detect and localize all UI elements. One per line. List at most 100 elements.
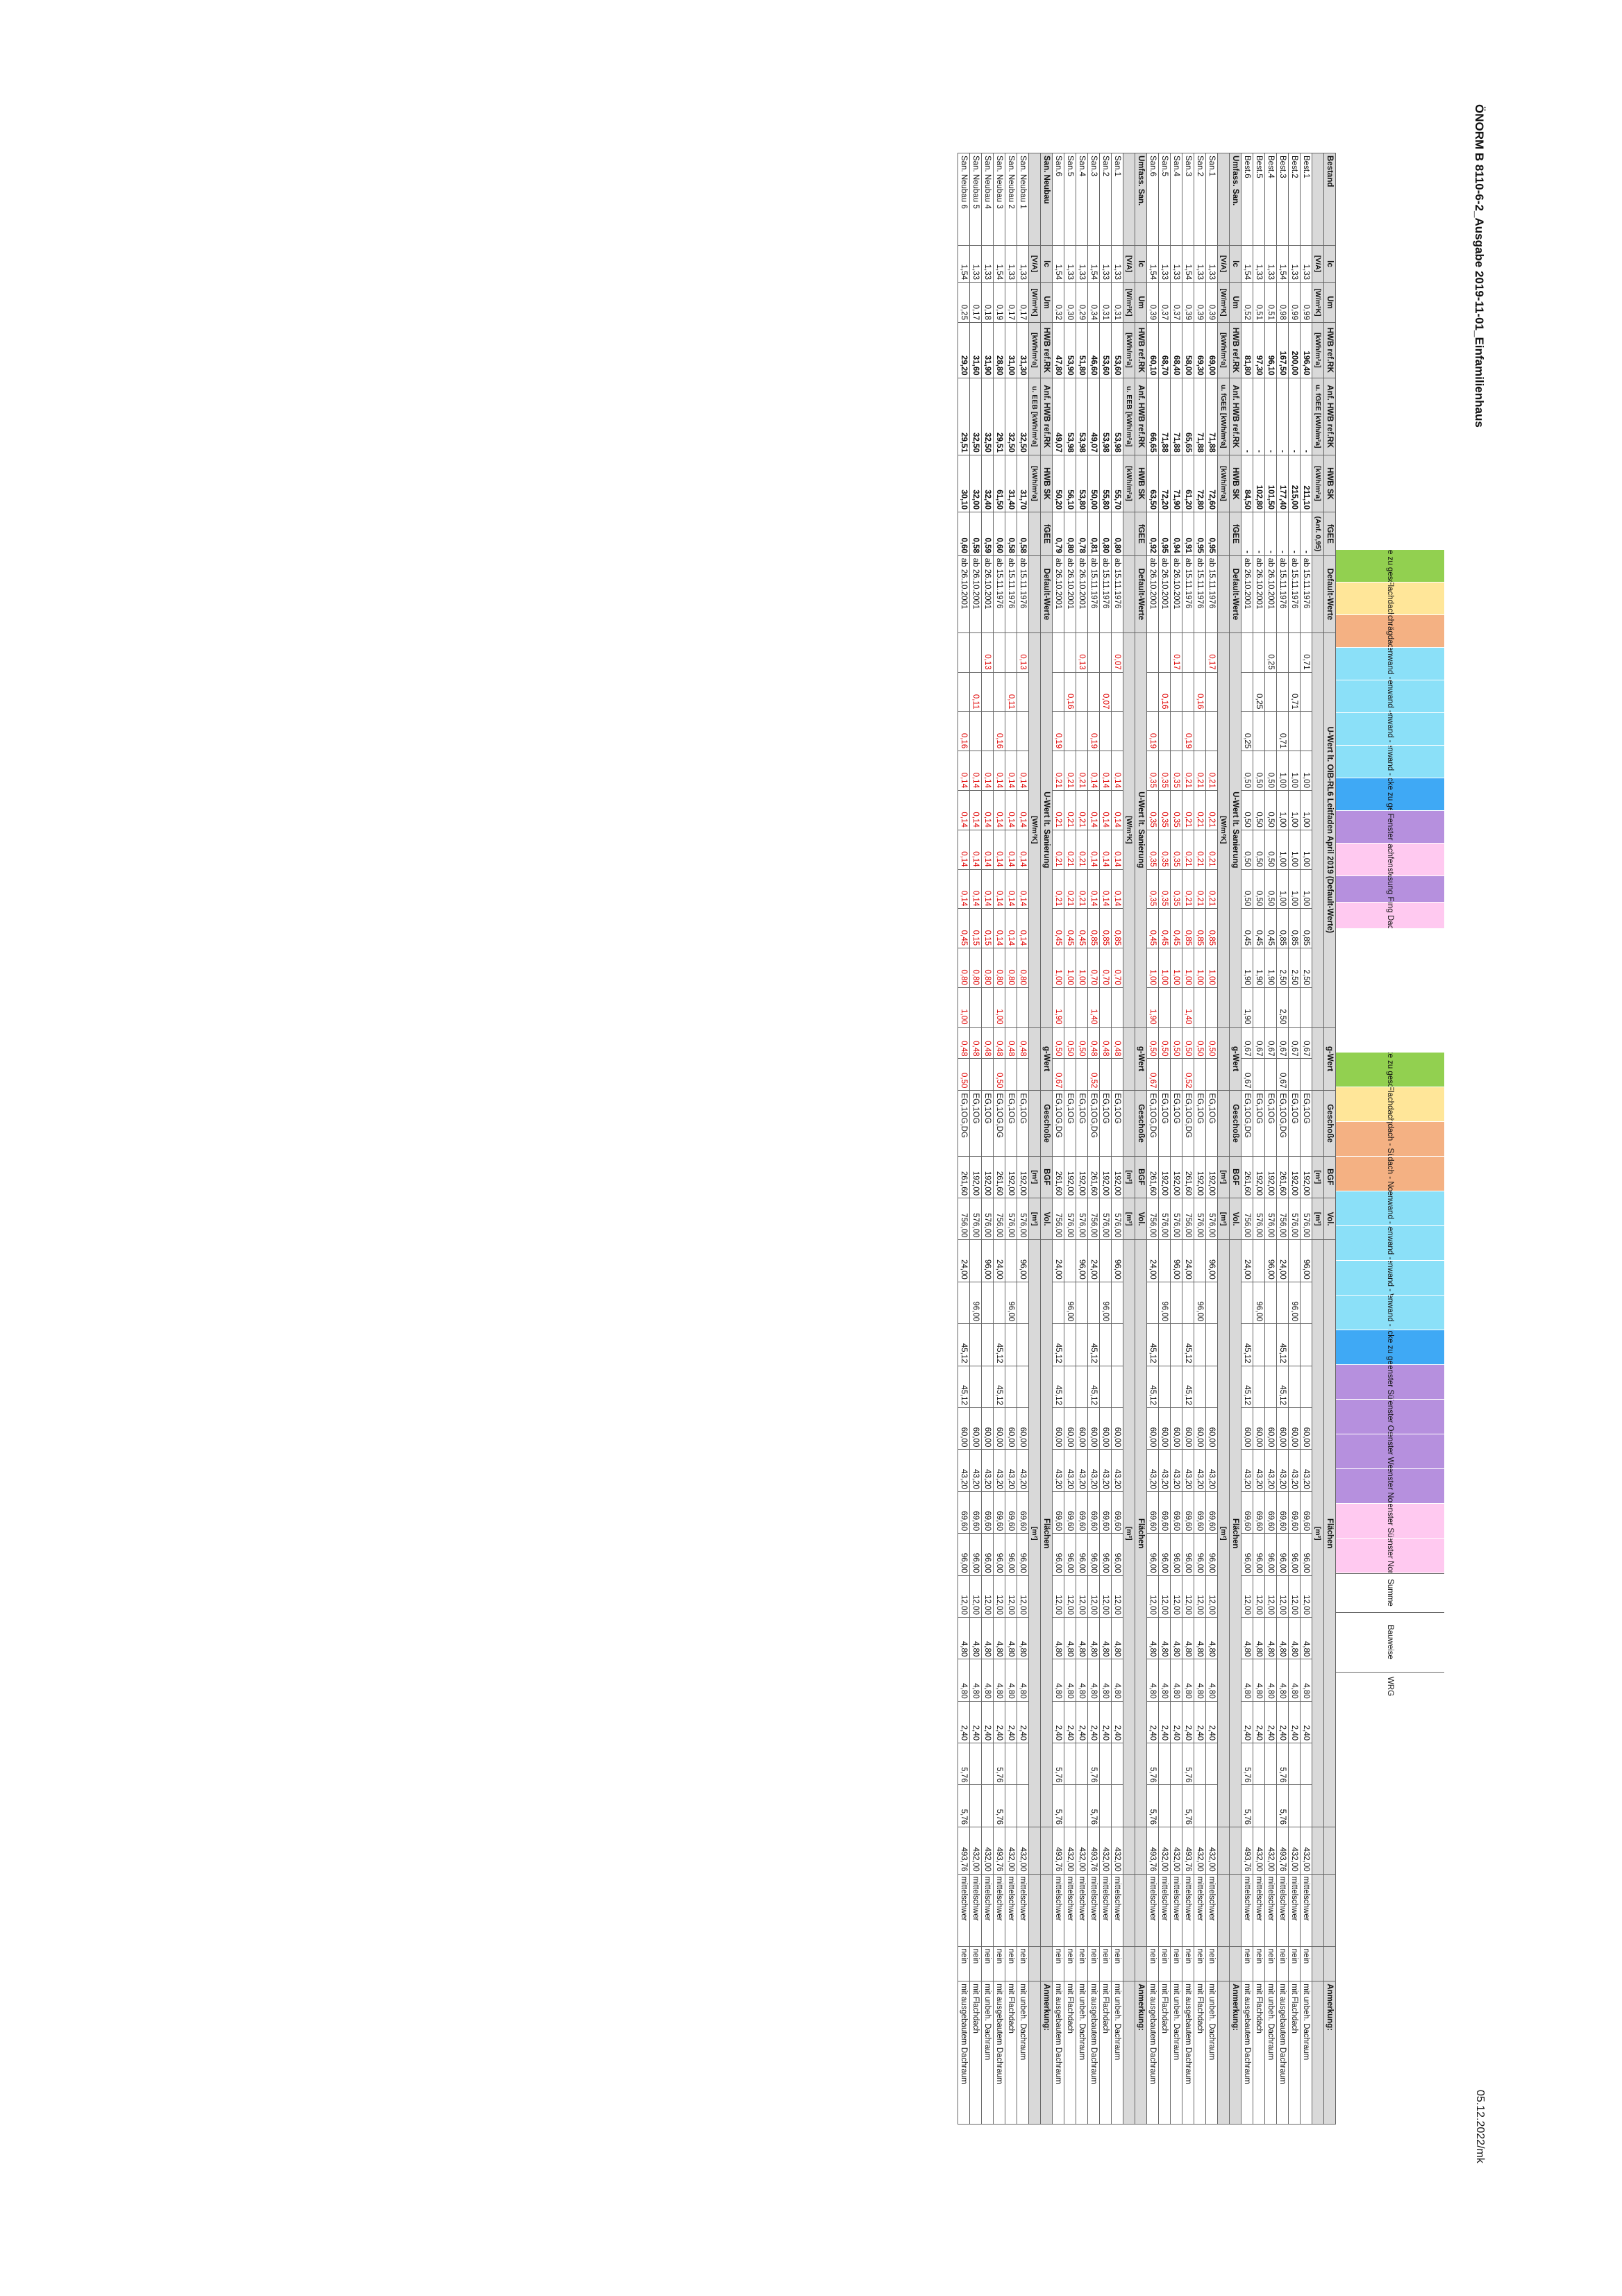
- table-cell: 1,33: [1194, 245, 1206, 283]
- table-cell: BGF: [1229, 1156, 1241, 1198]
- table-cell: 2,40: [958, 1701, 970, 1743]
- table-cell: EG,1OG: [1005, 1090, 1017, 1157]
- table-cell: 5,76: [1182, 1784, 1194, 1827]
- table-cell: mit ausgebautem Dachraum: [1087, 1981, 1100, 2125]
- table-cell: 0,21: [1052, 790, 1064, 830]
- table-cell: nein: [1005, 1946, 1017, 1981]
- table-cell: [1123, 1946, 1135, 1981]
- table-cell: EG,1OG,DG: [1241, 1090, 1253, 1157]
- table-cell: [1099, 1743, 1112, 1785]
- table-cell: 32,00: [969, 455, 982, 512]
- table-cell: 0,70: [1099, 948, 1112, 988]
- table-cell: 5,76: [1276, 1743, 1289, 1785]
- table-cell: 0,21: [1076, 751, 1088, 791]
- table-cell: 432,00: [1064, 1827, 1076, 1875]
- table-cell: 4,80: [1158, 1617, 1171, 1659]
- table-cell: 0,16: [958, 711, 970, 751]
- table-cell: 12,00: [1052, 1575, 1064, 1618]
- table-cell: mit Flachdach: [1005, 1981, 1017, 2125]
- table-cell: [1064, 1239, 1076, 1282]
- table-cell: [1028, 1874, 1041, 1947]
- table-cell: 1,00: [1300, 830, 1312, 869]
- table-cell: 32,40: [981, 455, 994, 512]
- table-cell: nein: [1017, 1946, 1029, 1981]
- legend-chip: Dachfenster Nord(45°): [1336, 1539, 1444, 1573]
- table-cell: [1099, 1058, 1112, 1091]
- table-cell: 60,00: [1146, 1407, 1159, 1450]
- table-cell: 0,85: [1087, 908, 1100, 948]
- table-cell: [1205, 1784, 1218, 1827]
- table-cell: 0,21: [1064, 830, 1076, 869]
- table-cell: [1158, 1323, 1171, 1366]
- table-cell: 432,00: [1300, 1827, 1312, 1875]
- table-cell: 0,67: [1052, 1058, 1064, 1091]
- table-cell: 2,40: [1288, 1701, 1301, 1743]
- table-cell: [1123, 512, 1135, 556]
- table-cell: 60,00: [1264, 1407, 1277, 1450]
- table-cell: 43,20: [1170, 1449, 1182, 1492]
- table-cell: ab 15.11.1976: [1276, 555, 1289, 633]
- table-cell: EG,1OG,DG: [958, 1090, 970, 1157]
- table-cell: g-Wert: [1229, 1027, 1241, 1091]
- table-cell: HWB ref.RK: [1229, 322, 1241, 378]
- table-cell: [1241, 672, 1253, 712]
- table-cell: 0,14: [1017, 790, 1029, 830]
- table-cell: 0,17: [1170, 632, 1182, 673]
- table-cell: 96,00: [1170, 1239, 1182, 1282]
- table-cell: nein: [1087, 1946, 1100, 1981]
- table-cell: 4,80: [1205, 1617, 1218, 1659]
- table-cell: 4,80: [1300, 1659, 1312, 1702]
- table-cell: ab 26.10.2001: [1264, 555, 1277, 633]
- table-cell: 5,76: [1182, 1743, 1194, 1785]
- table-cell: u. EEB [kWh/m²a]: [1123, 378, 1135, 455]
- table-cell: [1288, 1784, 1301, 1827]
- table-cell: [993, 632, 1005, 673]
- table-cell: 12,00: [993, 1575, 1005, 1618]
- table-cell: 4,80: [958, 1659, 970, 1702]
- table-cell: nein: [1194, 1946, 1206, 1981]
- table-cell: mittelschwer: [981, 1874, 994, 1947]
- table-cell: Anf. HWB ref.RK: [1135, 378, 1147, 455]
- table-cell: [1040, 1946, 1053, 1981]
- table-cell: 0,14: [993, 830, 1005, 869]
- table-cell: 0,45: [1253, 908, 1265, 948]
- table-cell: 96,00: [1064, 1533, 1076, 1576]
- document-title: ÖNORM B 8110-6-2_Ausgabe 2019-11-01_Einf…: [1473, 104, 1486, 428]
- table-cell: [W/m²K]: [1028, 282, 1041, 323]
- table-cell: nein: [1052, 1946, 1064, 1981]
- table-cell: 0,21: [1052, 869, 1064, 909]
- table-cell: [1017, 1282, 1029, 1324]
- table-cell: 0,81: [1087, 512, 1100, 556]
- table-cell: 0,80: [1111, 512, 1123, 556]
- table-cell: [981, 1743, 994, 1785]
- table-cell: 2,40: [1158, 1701, 1171, 1743]
- table-cell: 5,76: [1087, 1743, 1100, 1785]
- table-cell: 60,00: [993, 1407, 1005, 1450]
- table-cell: [1312, 1981, 1324, 2125]
- table-cell: EG,1OG,DG: [993, 1090, 1005, 1157]
- table-cell: Anf. HWB ref.RK: [1229, 378, 1241, 455]
- table-cell: mittelschwer: [1253, 1874, 1265, 1947]
- table-cell: 1,54: [993, 245, 1005, 283]
- table-cell: 53,98: [1099, 378, 1112, 455]
- table-cell: 5,76: [1146, 1743, 1159, 1785]
- table-cell: [1064, 1323, 1076, 1366]
- table-cell: nein: [1076, 1946, 1088, 1981]
- table-cell: 5,76: [1276, 1784, 1289, 1827]
- table-cell: 4,80: [1241, 1659, 1253, 1702]
- table-cell: 0,50: [1182, 1027, 1194, 1059]
- table-cell: 756,00: [958, 1198, 970, 1240]
- table-cell: 12,00: [1253, 1575, 1265, 1618]
- table-cell: 0,85: [1300, 908, 1312, 948]
- table-cell: [1028, 1090, 1041, 1157]
- table-cell: ab 15.11.1976: [1017, 555, 1029, 633]
- table-cell: 0,35: [1146, 830, 1159, 869]
- table-cell: nein: [1146, 1946, 1159, 1981]
- table-cell: [1005, 632, 1017, 673]
- table-cell: 0,85: [1205, 908, 1218, 948]
- table-cell: 96,00: [1300, 1239, 1312, 1282]
